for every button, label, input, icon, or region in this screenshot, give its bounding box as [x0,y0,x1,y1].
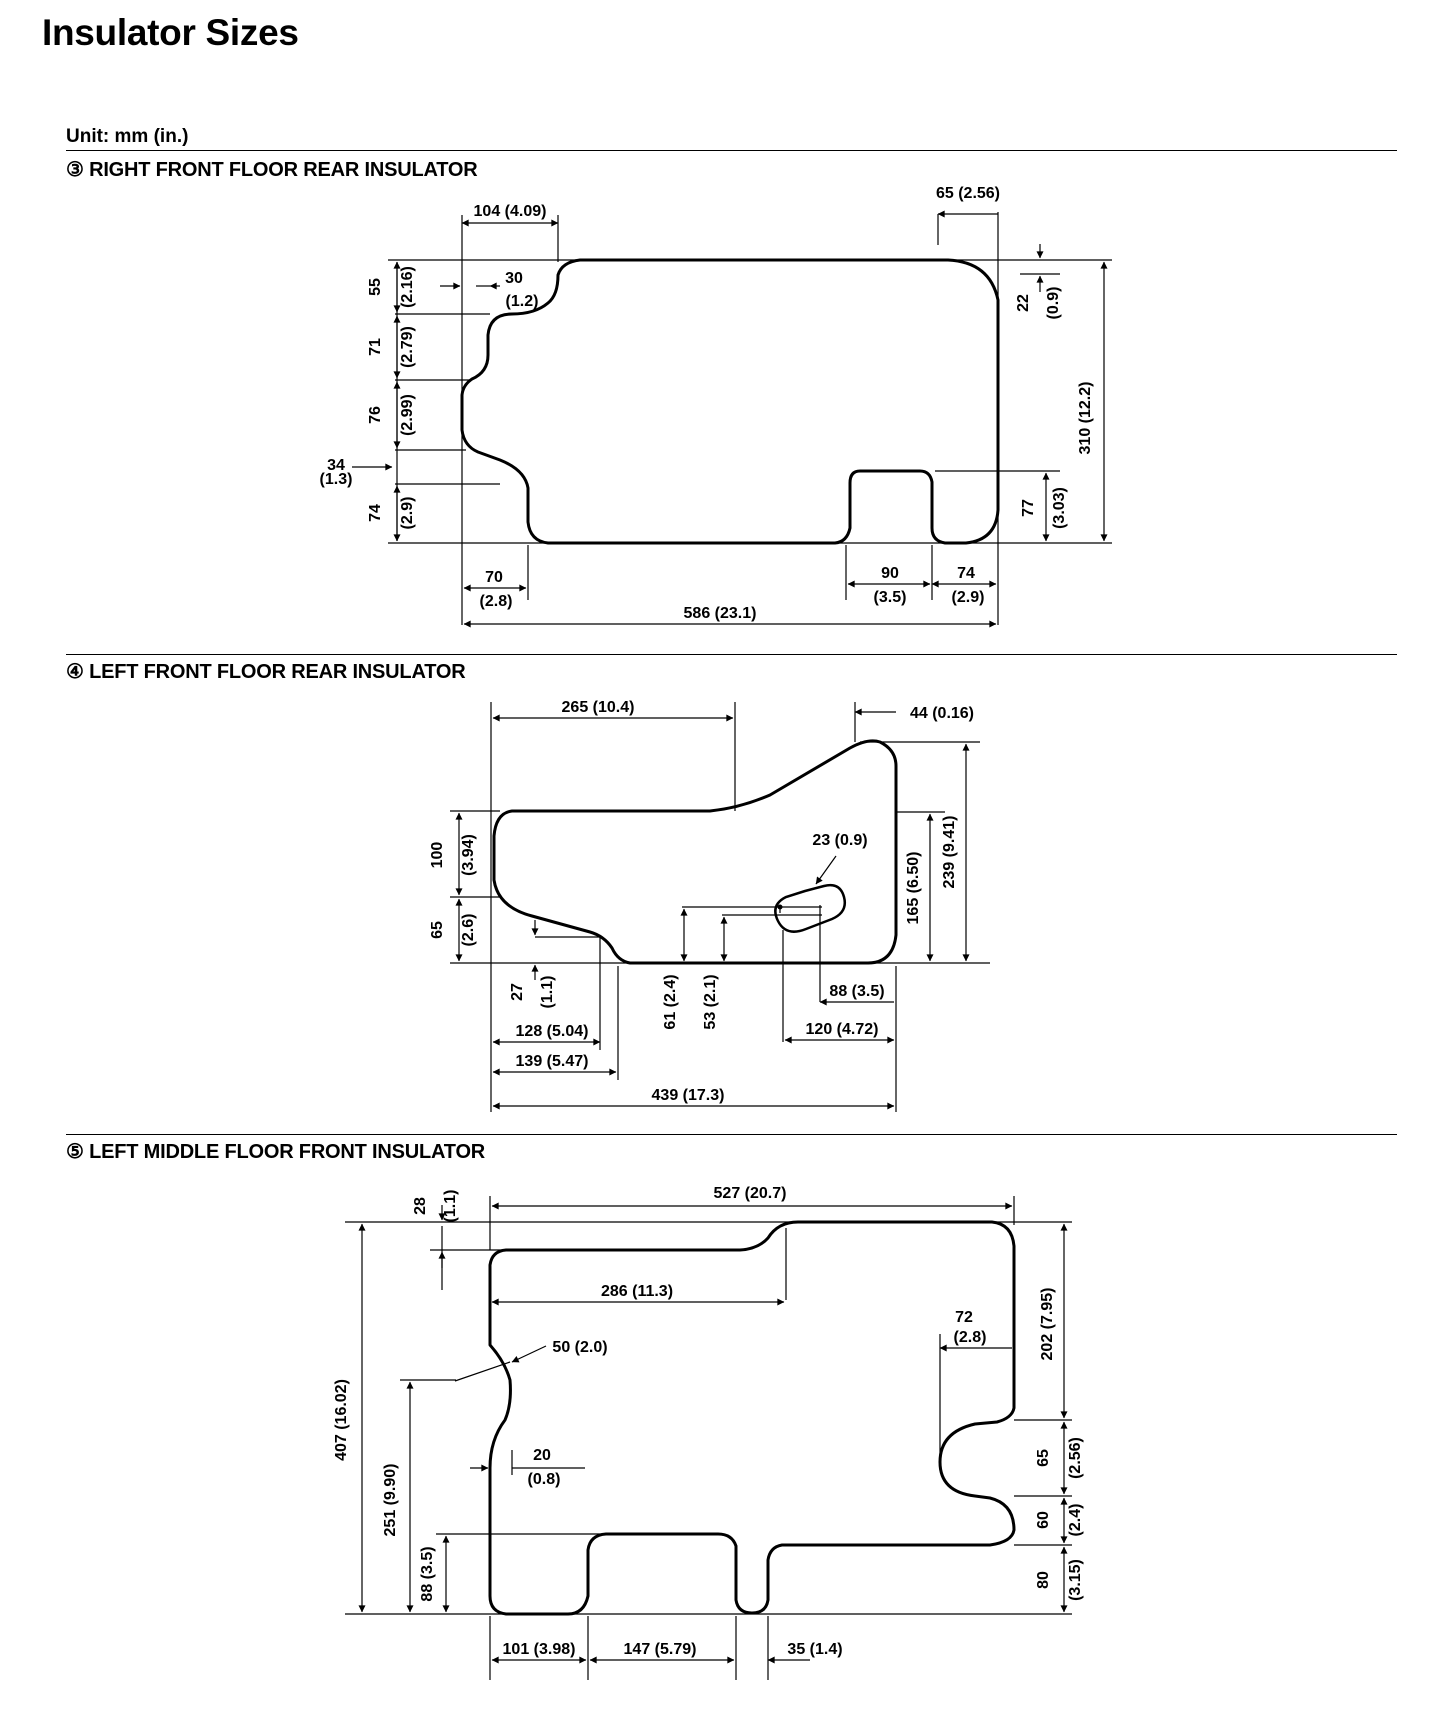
dim-55: 55 [367,278,384,296]
dim-251: 251 (9.90) [382,1464,399,1537]
insulator-3-drawing: 104 (4.09) 65 (2.56) 30 (1.2) 34 (1.3) 5… [320,185,1112,628]
dim-265: 265 (10.4) [562,699,635,716]
dim-439: 439 (17.3) [652,1087,725,1104]
dim-165: 165 (6.50) [905,852,922,925]
dim-28: 28 [412,1197,429,1215]
dim-101: 101 (3.98) [503,1641,576,1658]
dim-90: 90 [881,565,899,582]
dim-71-in: (2.79) [399,326,416,368]
dim-65-in: (2.56) [1067,1437,1084,1479]
unit-label: Unit: mm (in.) [66,126,189,147]
dim-20: 20 [533,1447,551,1464]
dim-30: 30 [505,270,523,287]
dim-61: 61 (2.4) [662,974,679,1029]
insulator-5-drawing: 28 (1.1) 527 (20.7) 286 (11.3) 72 (2.8) … [333,1185,1084,1680]
dim-30-in: (1.2) [506,293,539,310]
dim-74-in: (2.9) [399,497,416,530]
dim-88: 88 (3.5) [829,983,884,1000]
dim-80: 80 [1035,1571,1052,1589]
dim-70-in: (2.8) [480,593,513,610]
dim-586: 586 (23.1) [684,605,757,622]
dim-70: 70 [485,569,503,586]
insulator-5-outline [488,1220,1016,1616]
dim-22-in: (0.9) [1045,287,1062,320]
dim-407: 407 (16.02) [333,1379,350,1461]
dim-239: 239 (9.41) [941,816,958,889]
section-title-right-front-floor-rear: ③ RIGHT FRONT FLOOR REAR INSULATOR [66,159,478,181]
insulator-4-slot [774,883,846,933]
dim-128: 128 (5.04) [516,1023,589,1040]
dim-77-in: (3.03) [1051,487,1068,529]
dim-120: 120 (4.72) [806,1021,879,1038]
dim-71: 71 [367,338,384,356]
insulator-4-drawing: 265 (10.4) 44 (0.16) 100 (3.94) 65 (2.6)… [429,699,990,1112]
dim-65: 65 [429,921,446,939]
section-divider [66,150,1397,151]
dim-100: 100 [429,842,446,869]
dim-202: 202 (7.95) [1039,1288,1056,1361]
dim-80-in: (3.15) [1067,1559,1084,1601]
section-divider [66,1134,1397,1135]
dim-88: 88 (3.5) [419,1546,436,1601]
dim-77: 77 [1020,499,1037,517]
dim-76: 76 [367,406,384,424]
dim-286: 286 (11.3) [601,1283,673,1300]
dim-72: 72 [955,1309,973,1326]
dim-74-bottom-in: (2.9) [952,589,985,606]
dim-139: 139 (5.47) [516,1053,589,1070]
dim-23: 23 (0.9) [812,832,867,849]
dim-27: 27 [509,983,526,1001]
section-title-left-front-floor-rear: ④ LEFT FRONT FLOOR REAR INSULATOR [66,661,466,683]
dim-527: 527 (20.7) [714,1185,787,1202]
dim-28-in: (1.1) [442,1190,459,1223]
insulator-4-outline [492,739,898,965]
dim-34: 34 [327,457,345,474]
dim-22: 22 [1015,294,1032,312]
dim-53: 53 (2.1) [702,974,719,1029]
page-title: Insulator Sizes [42,12,299,53]
dim-60: 60 [1035,1511,1052,1529]
insulator-3-outline [460,258,1000,545]
dim-76-in: (2.99) [399,394,416,436]
dim-74-bottom: 74 [957,565,975,582]
dim-65-in: (2.6) [460,914,477,947]
dim-60-in: (2.4) [1067,1504,1084,1537]
dim-27-in: (1.1) [539,976,556,1009]
dim-310: 310 (12.2) [1077,382,1094,455]
section-title-left-middle-floor-front: ⑤ LEFT MIDDLE FLOOR FRONT INSULATOR [66,1141,486,1163]
dim-65: 65 [1035,1449,1052,1467]
slot-center-point [777,904,783,910]
dim-35: 35 (1.4) [787,1641,842,1658]
dim-20-in: (0.8) [528,1471,561,1488]
dim-74: 74 [367,504,384,522]
dim-65: 65 (2.56) [936,185,1000,202]
dim-90-in: (3.5) [874,589,907,606]
section-divider [66,654,1397,655]
dim-147: 147 (5.79) [624,1641,697,1658]
dim-55-in: (2.16) [399,266,416,308]
dim-72-in: (2.8) [954,1329,987,1346]
dim-44: 44 (0.16) [910,705,974,722]
dim-100-in: (3.94) [460,834,477,876]
dim-104: 104 (4.09) [474,203,547,220]
dim-34-in: (1.3) [320,471,353,488]
dim-50: 50 (2.0) [552,1339,607,1356]
